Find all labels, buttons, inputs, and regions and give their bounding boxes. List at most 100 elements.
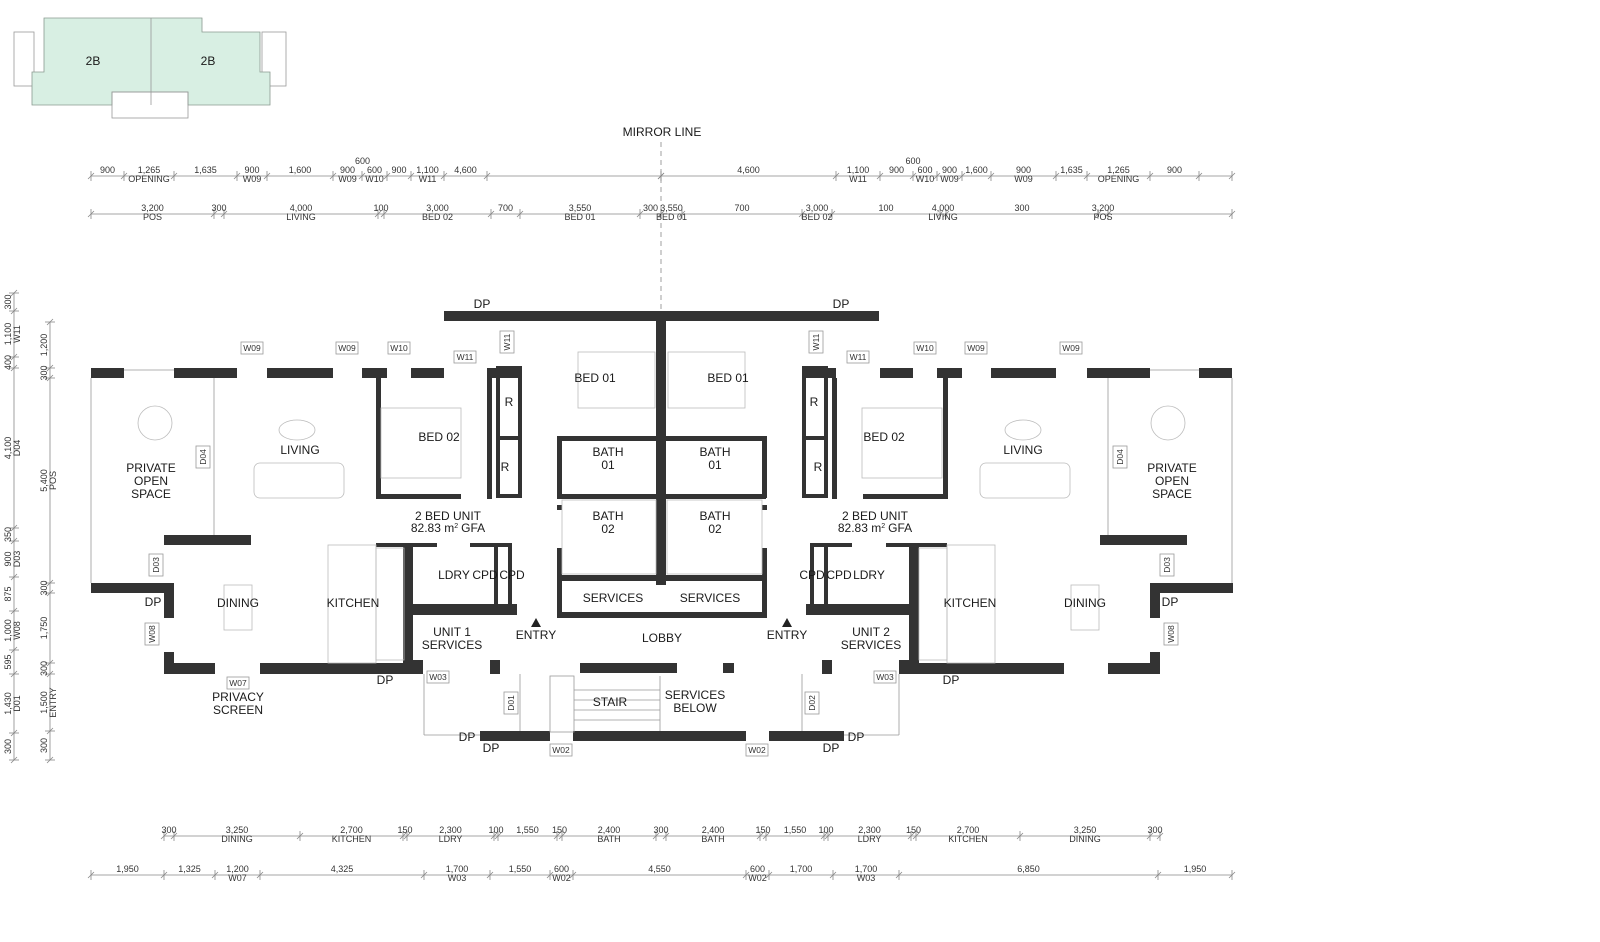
- downpipe-labels: DP DP DP DP DP DP DP DP DP DP: [145, 297, 1179, 755]
- dimension-value: 4,600: [454, 165, 477, 175]
- tag-w10: W10: [913, 341, 937, 355]
- dimension-value: 300: [39, 365, 49, 380]
- tag-d02: D02: [804, 691, 820, 715]
- dimension-subtext: BATH: [597, 834, 620, 844]
- tag-w02: W02: [549, 743, 573, 757]
- dimension-subtext: KITCHEN: [332, 834, 372, 844]
- tag-w09: W09: [240, 341, 264, 355]
- room-bed02-right: BED 02: [863, 430, 905, 444]
- dimension-subtext: W09: [243, 174, 262, 184]
- dimension-value: 1,550: [509, 864, 532, 874]
- room-entry-right: ENTRY: [767, 628, 807, 642]
- dimension-value: 875: [3, 586, 13, 601]
- svg-text:W02: W02: [552, 745, 570, 755]
- robe-right-1: R: [810, 395, 819, 409]
- svg-text:D04: D04: [198, 449, 208, 465]
- dimension-subtext: W03: [857, 873, 876, 883]
- dimension-value: 700: [734, 203, 749, 213]
- dimension-value-above: 600: [355, 156, 370, 166]
- tag-w11: W11: [846, 350, 870, 364]
- dimension-value: 1,000: [3, 619, 13, 642]
- svg-text:W11: W11: [811, 333, 821, 350]
- svg-text:D03: D03: [1162, 557, 1172, 573]
- room-ldry-right: LDRY: [853, 568, 885, 582]
- dimension-subtext: W10: [365, 174, 384, 184]
- dimension-value: 100: [488, 825, 503, 835]
- dimension-value: 700: [498, 203, 513, 213]
- dimension-value: 2,700: [340, 825, 363, 835]
- room-living-left: LIVING: [280, 443, 319, 457]
- svg-text:W03: W03: [876, 672, 894, 682]
- dimension-value: 595: [3, 654, 13, 669]
- dimension-value: 600: [367, 165, 382, 175]
- dimension-subtext: DINING: [1069, 834, 1101, 844]
- svg-text:W09: W09: [967, 343, 985, 353]
- room-cpd-left-2: CPD: [499, 568, 525, 582]
- dimension-value: 1,265: [138, 165, 161, 175]
- tag-w02: W02: [745, 743, 769, 757]
- dimension-subtext: W08: [12, 621, 22, 640]
- room-lobby: LOBBY: [642, 631, 682, 645]
- dimension-value: 300: [39, 738, 49, 753]
- dimension-value: 300: [1014, 203, 1029, 213]
- dimension-value: 1,550: [516, 825, 539, 835]
- dimension-subtext: W09: [338, 174, 357, 184]
- svg-text:W07: W07: [229, 678, 247, 688]
- fixtures-and-furniture: [90, 351, 1233, 736]
- dimension-value: 3,250: [226, 825, 249, 835]
- room-bed01-right: BED 01: [707, 371, 749, 385]
- dp-label: DP: [377, 673, 394, 687]
- tag-w11: W11: [808, 330, 824, 354]
- room-stair: STAIR: [593, 695, 628, 709]
- svg-text:W11: W11: [850, 352, 867, 362]
- dimension-subtext: W11: [419, 174, 437, 184]
- room-cpd-right-2: CPD: [826, 568, 852, 582]
- dimension-value: 3,000: [806, 203, 829, 213]
- dimension-value: 1,950: [116, 864, 139, 874]
- tag-w11: W11: [499, 330, 515, 354]
- dimension-subtext: LIVING: [928, 212, 958, 222]
- dimension-value: 1,700: [855, 864, 878, 874]
- dimension-subtext: POS: [48, 471, 58, 490]
- svg-text:W11: W11: [457, 352, 474, 362]
- room-kitchen-right: KITCHEN: [944, 596, 997, 610]
- dimension-value: 1,700: [446, 864, 469, 874]
- dimension-value: 300: [211, 203, 226, 213]
- dimension-value: 1,635: [194, 165, 217, 175]
- svg-text:W08: W08: [1166, 625, 1176, 643]
- tag-w08: W08: [1163, 622, 1179, 646]
- dimension-value: 2,700: [957, 825, 980, 835]
- dimension-value: 3,550: [569, 203, 592, 213]
- dimension-value-above: 600: [905, 156, 920, 166]
- dimension-value: 1,700: [790, 864, 813, 874]
- room-living-right: LIVING: [1003, 443, 1042, 457]
- dimension-value: 100: [373, 203, 388, 213]
- dimension-value: 2,400: [702, 825, 725, 835]
- dimension-value: 4,550: [648, 864, 671, 874]
- dimension-subtext: W11: [12, 325, 22, 343]
- dimension-value: 300: [653, 825, 668, 835]
- dimension-value: 2,300: [858, 825, 881, 835]
- dimension-value: 900: [391, 165, 406, 175]
- dimension-subtext: D01: [12, 695, 22, 712]
- svg-text:W09: W09: [1062, 343, 1080, 353]
- dimension-value: 1,265: [1107, 165, 1130, 175]
- svg-text:W09: W09: [338, 343, 356, 353]
- robe-left-1: R: [505, 395, 514, 409]
- dimension-value: 3,000: [426, 203, 449, 213]
- tag-w07: W07: [226, 676, 250, 690]
- dimension-value: 300: [3, 294, 13, 309]
- dimension-value: 4,325: [331, 864, 354, 874]
- tag-w09: W09: [335, 341, 359, 355]
- svg-text:W11: W11: [502, 333, 512, 350]
